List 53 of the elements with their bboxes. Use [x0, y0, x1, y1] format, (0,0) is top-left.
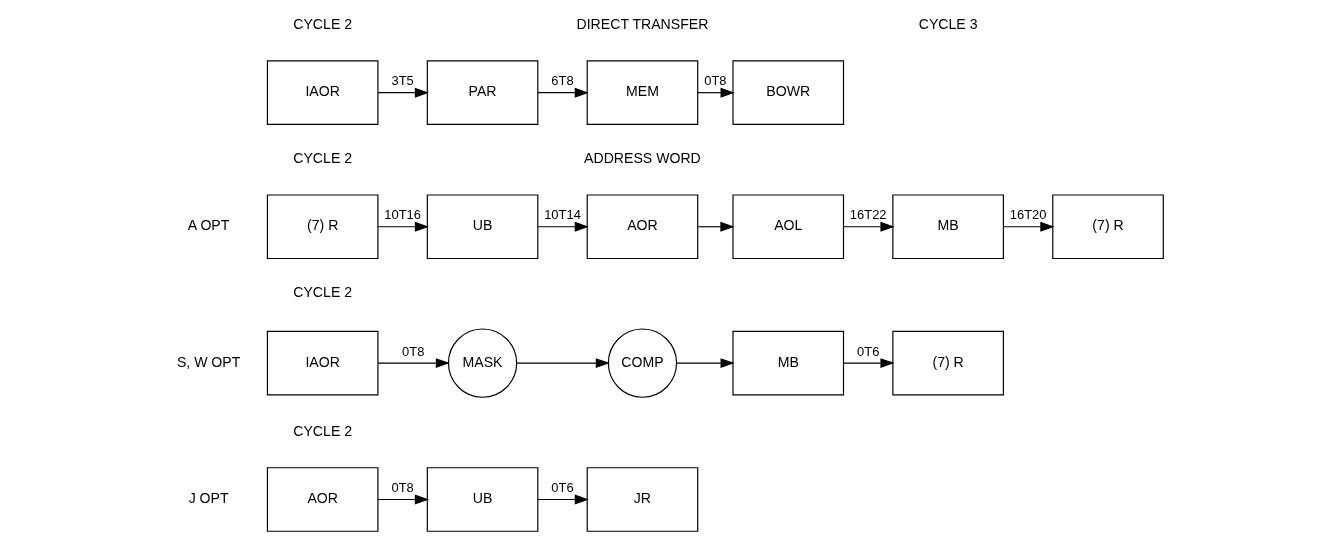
arrow — [843, 221, 895, 232]
node-box: AOL — [732, 194, 845, 260]
node-circle: COMP — [607, 328, 678, 398]
arrow — [537, 221, 589, 232]
node-box: (7) R — [1052, 194, 1164, 260]
arrow — [697, 221, 735, 232]
node-box: PAR — [426, 60, 539, 126]
arrow — [843, 358, 895, 369]
label: CYCLE 2 — [293, 423, 353, 440]
label: CYCLE 2 — [293, 284, 353, 301]
node-box: MEM — [586, 60, 699, 126]
node-box: MB — [892, 194, 1004, 260]
node-circle: MASK — [447, 328, 518, 398]
edge-label: 16T20 — [1009, 207, 1047, 223]
node-box: AOR — [266, 467, 379, 532]
label: CYCLE 3 — [918, 16, 978, 33]
edge-label: 0T6 — [857, 343, 880, 359]
edge-label: 0T8 — [704, 73, 727, 89]
arrow — [377, 87, 429, 98]
edge-label: 0T8 — [402, 343, 425, 359]
arrow — [537, 87, 589, 98]
node-box: JR — [586, 467, 699, 532]
arrow — [697, 87, 735, 98]
arrow — [1003, 221, 1055, 232]
node-label: A OPT — [187, 217, 230, 234]
node-label: J OPT — [188, 490, 229, 507]
label: CYCLE 2 — [293, 16, 353, 33]
edge-label: 0T8 — [391, 480, 414, 496]
node-box: UB — [426, 467, 539, 532]
node-box: BOWR — [732, 60, 845, 126]
label: CYCLE 2 — [293, 150, 353, 167]
node-box: (7) R — [266, 194, 379, 260]
label: ADDRESS WORD — [584, 150, 701, 167]
edge-label: 10T16 — [384, 207, 421, 223]
arrow — [377, 221, 429, 232]
node-box: IAOR — [266, 60, 379, 126]
arrow — [377, 494, 429, 505]
arrow — [377, 358, 450, 369]
edge-label: 3T5 — [391, 73, 414, 89]
node-box: UB — [426, 194, 539, 260]
node-box: AOR — [586, 194, 699, 260]
label: DIRECT TRANSFER — [576, 16, 709, 33]
node-label: S, W OPT — [176, 353, 241, 370]
edge-label: 10T14 — [544, 207, 581, 223]
edge-label: 0T6 — [551, 480, 574, 496]
node-box: (7) R — [892, 330, 1004, 396]
edge-label: 16T22 — [849, 207, 887, 223]
edge-label: 6T8 — [551, 73, 574, 89]
node-box: MB — [732, 330, 845, 396]
node-box: IAOR — [266, 330, 379, 396]
arrow — [537, 494, 589, 505]
arrow — [676, 358, 735, 369]
arrow — [516, 358, 610, 369]
